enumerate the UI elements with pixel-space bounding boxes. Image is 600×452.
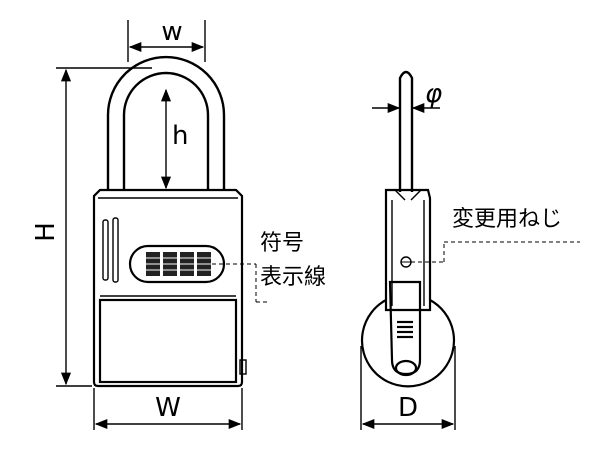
- dimension-D: [360, 346, 456, 430]
- label-h: h: [172, 121, 188, 151]
- label-W: W: [155, 393, 181, 423]
- label-symbol-line-1: 符号: [260, 231, 304, 256]
- label-phi: φ: [425, 79, 442, 109]
- side-body: [360, 188, 580, 388]
- vent-slot: [112, 217, 119, 283]
- label-D: D: [398, 393, 418, 423]
- label-symbol-line-2: 表示線: [260, 265, 326, 290]
- front-body: [92, 188, 247, 388]
- side-shackle: [398, 70, 414, 192]
- side-latch: [239, 359, 247, 375]
- side-view: φ 変更用ねじ D: [360, 70, 580, 430]
- front-view: w h H W 符号 表示線: [31, 17, 326, 430]
- combination-dial: [128, 244, 270, 303]
- label-change-screw: 変更用ねじ: [452, 207, 562, 232]
- dimension-H: [56, 67, 152, 387]
- vent-slot: [102, 219, 109, 281]
- label-w: w: [161, 17, 182, 47]
- front-cover-panel: [98, 298, 238, 384]
- dimension-w: [127, 20, 206, 62]
- label-H: H: [31, 222, 61, 242]
- dimension-W: [93, 388, 243, 430]
